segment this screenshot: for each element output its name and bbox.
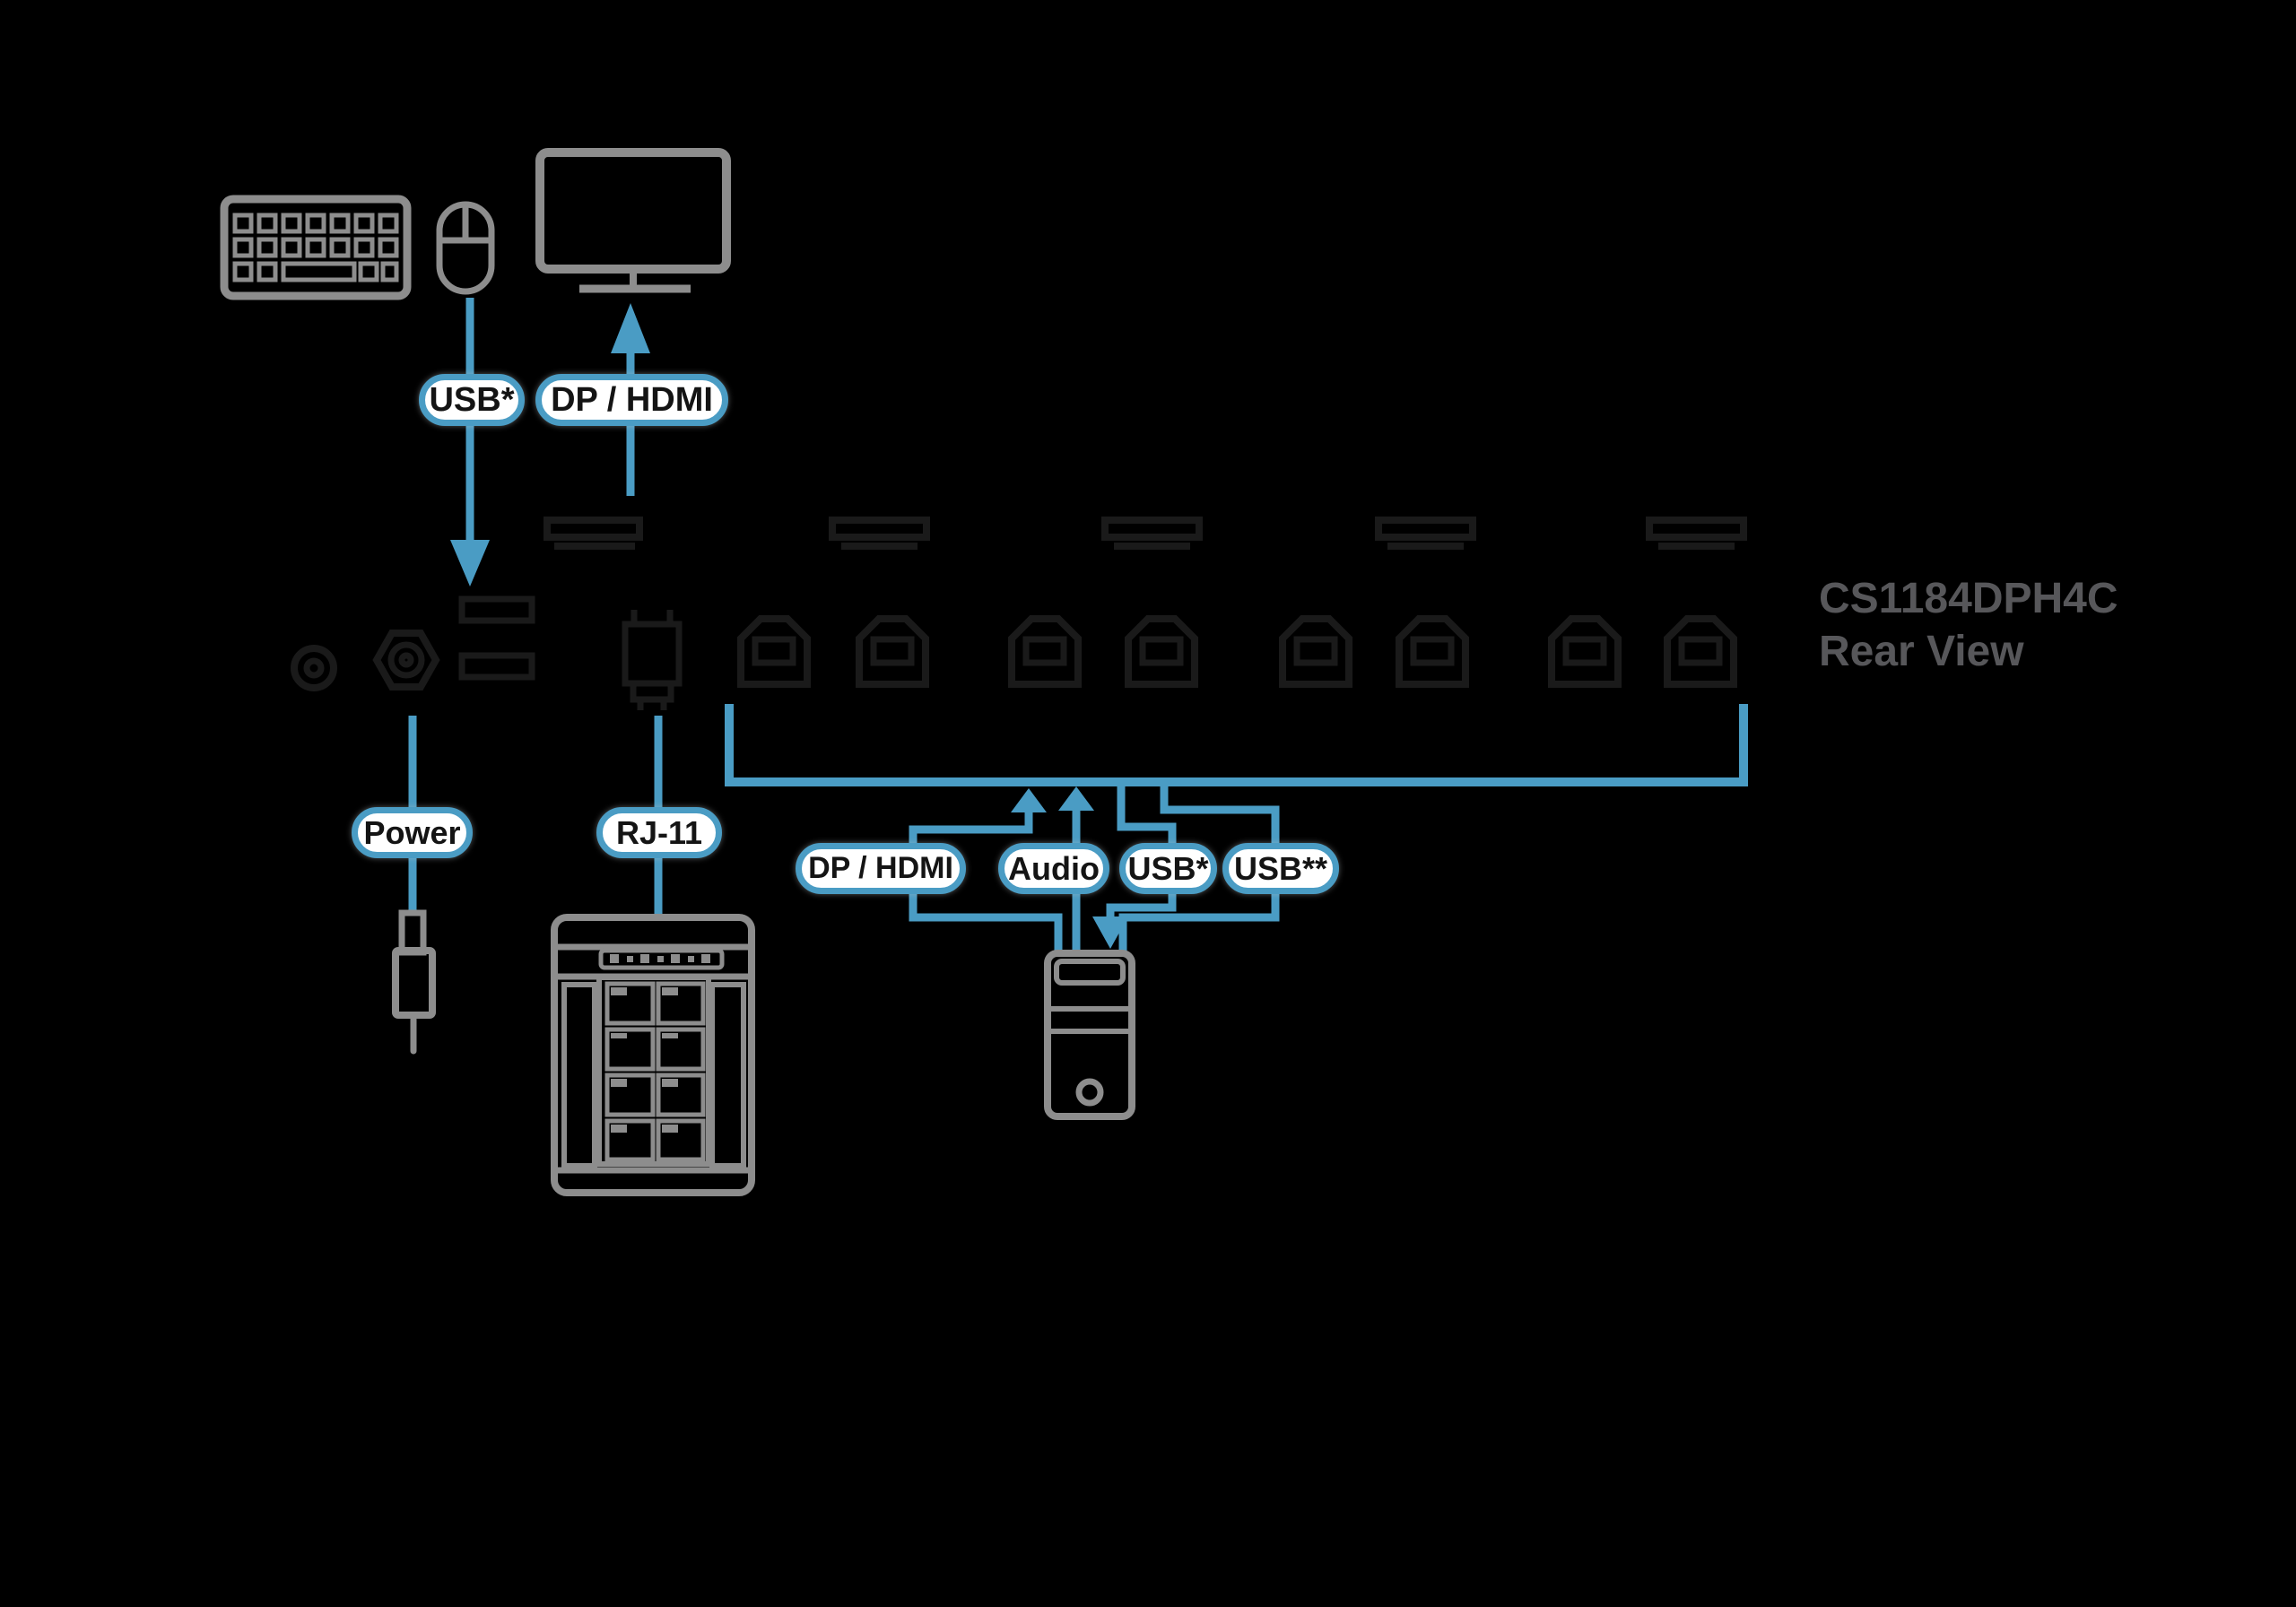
usb-a-ports-icon xyxy=(458,595,535,681)
video-slot-icon xyxy=(1646,517,1747,550)
pc-video-slots xyxy=(829,517,1747,550)
pc-ports-bracket xyxy=(725,704,1748,786)
label-pc-usb2: USB** xyxy=(1222,843,1339,894)
source-devices xyxy=(392,909,1135,1196)
monitor-icon xyxy=(535,148,731,293)
pc-usb2-lines xyxy=(1118,786,1280,951)
usb-b-ports xyxy=(737,615,1737,688)
mouse-icon xyxy=(436,201,495,295)
label-rj11: RJ-11 xyxy=(596,807,722,858)
panel-title-model: CS1184DPH4C xyxy=(1819,575,2118,622)
console-usb-arrow xyxy=(450,298,490,586)
phone-box-icon xyxy=(551,914,755,1196)
kvm-rear-panel xyxy=(291,517,1747,710)
usb-b-port-icon xyxy=(1664,615,1737,688)
usb-b-port-icon xyxy=(1125,615,1198,688)
video-slot-icon xyxy=(1375,517,1476,550)
label-pc-usb: USB* xyxy=(1119,843,1217,894)
dc-plug-icon xyxy=(392,909,436,1055)
usb-b-port-icon xyxy=(856,615,929,688)
panel-title-view: Rear View xyxy=(1819,628,2024,675)
usb-b-port-icon xyxy=(1008,615,1082,688)
label-pc-video: DP / HDMI xyxy=(796,843,966,894)
label-pc-audio: Audio xyxy=(998,843,1109,894)
computer-tower-icon xyxy=(1044,950,1135,1120)
usb-b-port-icon xyxy=(1548,615,1622,688)
pc-video-lines xyxy=(909,788,1063,951)
video-slot-icon xyxy=(829,517,930,550)
dc-nut-icon xyxy=(372,630,440,691)
console-devices xyxy=(220,148,731,300)
rj11-jack-icon xyxy=(622,610,683,710)
usb-b-port-icon xyxy=(1279,615,1352,688)
power-jack-icon xyxy=(291,645,337,691)
keyboard-icon xyxy=(220,195,412,300)
usb-b-port-icon xyxy=(737,615,811,688)
usb-b-port-icon xyxy=(1396,615,1469,688)
video-slot-icon xyxy=(1101,517,1203,550)
label-console-video: DP / HDMI xyxy=(535,374,728,426)
video-slot-icon xyxy=(544,517,643,550)
label-power: Power xyxy=(352,807,473,858)
panel-title: CS1184DPH4C Rear View xyxy=(1819,572,2118,678)
connection-lines xyxy=(408,298,1748,951)
label-console-usb: USB* xyxy=(419,374,525,426)
